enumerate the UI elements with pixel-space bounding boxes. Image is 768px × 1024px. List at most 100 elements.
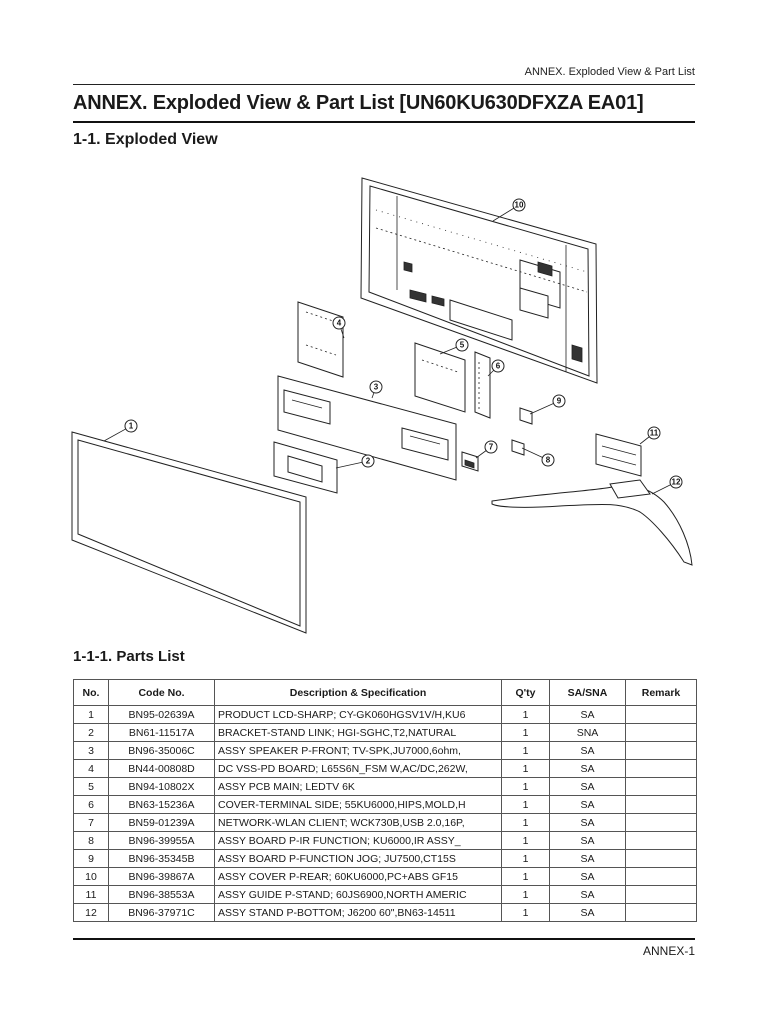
cell-desc: ASSY COVER P-REAR; 60KU6000,PC+ABS GF15: [214, 867, 502, 886]
cell-sa: SA: [549, 867, 626, 886]
page-footer: ANNEX-1: [642, 944, 695, 958]
svg-text:10: 10: [515, 201, 524, 210]
callout-2: 2: [361, 454, 375, 468]
cell-no: 4: [73, 759, 109, 778]
cell-remark: [625, 759, 697, 778]
cell-desc: ASSY BOARD P-IR FUNCTION; KU6000,IR ASSY…: [214, 831, 502, 850]
cell-no: 2: [73, 723, 109, 742]
cell-qty: 1: [501, 795, 550, 814]
cell-no: 5: [73, 777, 109, 796]
cell-no: 8: [73, 831, 109, 850]
cell-no: 11: [73, 885, 109, 904]
cell-code: BN44-00808D: [108, 759, 215, 778]
header-code: Code No.: [108, 679, 215, 706]
cell-sa: SA: [549, 741, 626, 760]
svg-text:5: 5: [460, 341, 465, 350]
callout-12: 12: [669, 475, 683, 489]
wlan-module-part: [461, 451, 479, 472]
cell-sa: SA: [549, 831, 626, 850]
callout-9: 9: [552, 394, 566, 408]
cell-qty: 1: [501, 849, 550, 868]
cell-sa: SA: [549, 705, 626, 724]
header-description: Description & Specification: [214, 679, 502, 706]
cell-qty: 1: [501, 885, 550, 904]
cell-sa: SA: [549, 777, 626, 796]
cell-sa: SNA: [549, 723, 626, 742]
cell-sa: SA: [549, 759, 626, 778]
cell-qty: 1: [501, 759, 550, 778]
running-header: ANNEX. Exploded View & Part List: [524, 66, 695, 78]
footer-rule: [73, 938, 695, 940]
cell-qty: 1: [501, 705, 550, 724]
power-board-part: [297, 301, 344, 378]
cell-code: BN96-35006C: [108, 741, 215, 760]
cell-sa: SA: [549, 903, 626, 922]
cell-qty: 1: [501, 903, 550, 922]
callout-1: 1: [124, 419, 138, 433]
lcd-panel-part: [71, 431, 307, 634]
cell-sa: SA: [549, 813, 626, 832]
cell-qty: 1: [501, 777, 550, 796]
svg-text:8: 8: [546, 456, 551, 465]
cell-code: BN61-11517A: [108, 723, 215, 742]
cell-desc: ASSY STAND P-BOTTOM; J6200 60",BN63-1451…: [214, 903, 502, 922]
cell-sa: SA: [549, 795, 626, 814]
parts-table: No. Code No. Description & Specification…: [73, 679, 697, 922]
callout-7: 7: [484, 440, 498, 454]
header-no: No.: [73, 679, 109, 706]
cell-remark: [625, 795, 697, 814]
cell-desc: ASSY BOARD P-FUNCTION JOG; JU7500,CT15S: [214, 849, 502, 868]
cell-code: BN95-02639A: [108, 705, 215, 724]
svg-text:4: 4: [337, 319, 342, 328]
svg-text:11: 11: [650, 429, 659, 438]
cell-remark: [625, 849, 697, 868]
header-remark: Remark: [625, 679, 697, 706]
stand-base-part: [491, 479, 693, 566]
cell-remark: [625, 813, 697, 832]
header-qty: Q'ty: [501, 679, 550, 706]
cell-code: BN63-15236A: [108, 795, 215, 814]
cell-no: 12: [73, 903, 109, 922]
cell-remark: [625, 777, 697, 796]
header-sa-sna: SA/SNA: [549, 679, 626, 706]
cell-code: BN96-35345B: [108, 849, 215, 868]
callout-5: 5: [455, 338, 469, 352]
cell-remark: [625, 903, 697, 922]
cell-code: BN59-01239A: [108, 813, 215, 832]
cell-no: 6: [73, 795, 109, 814]
svg-text:12: 12: [672, 478, 681, 487]
cell-qty: 1: [501, 831, 550, 850]
parts-list-title: 1-1-1. Parts List: [73, 648, 185, 665]
jog-board-part: [519, 407, 533, 425]
cell-remark: [625, 741, 697, 760]
cell-sa: SA: [549, 885, 626, 904]
table-header-row: No. Code No. Description & Specification…: [73, 679, 697, 706]
header-rule: [73, 84, 695, 85]
cell-remark: [625, 867, 697, 886]
cell-desc: ASSY GUIDE P-STAND; 60JS6900,NORTH AMERI…: [214, 885, 502, 904]
cell-remark: [625, 885, 697, 904]
cell-desc: DC VSS-PD BOARD; L65S6N_FSM W,AC/DC,262W…: [214, 759, 502, 778]
cell-sa: SA: [549, 849, 626, 868]
stand-guide-part: [595, 433, 642, 477]
cell-qty: 1: [501, 723, 550, 742]
callout-11: 11: [647, 426, 661, 440]
stand-bracket-part: [273, 441, 338, 494]
cell-code: BN96-39867A: [108, 867, 215, 886]
callout-10: 10: [512, 198, 526, 212]
callout-6: 6: [491, 359, 505, 373]
svg-text:7: 7: [489, 443, 494, 452]
cell-qty: 1: [501, 813, 550, 832]
exploded-view-diagram: 10 4 5 6 3 9 11 7 8 2 1 12: [71, 177, 693, 634]
svg-text:1: 1: [129, 422, 134, 431]
